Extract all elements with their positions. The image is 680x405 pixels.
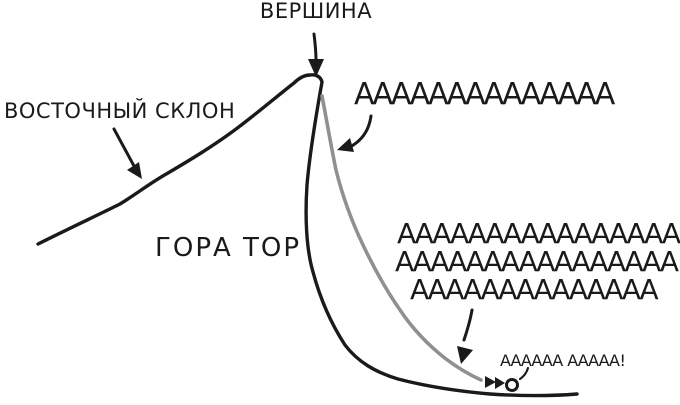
east-slope-label: ВОСТОЧНЫЙ СКЛОН	[4, 98, 235, 123]
summit-arrowhead	[308, 59, 324, 77]
falling-scream-arrowhead	[457, 346, 473, 364]
falling-scream-arrow-stem	[462, 308, 474, 342]
scream-small-text: АААААА ААААА!	[500, 351, 625, 370]
fall-trajectory-line	[320, 94, 483, 382]
motion-chevron-1	[485, 376, 496, 388]
scream-block-line-1: АААААААААААААААА	[397, 217, 680, 250]
falling-person-circle	[505, 378, 519, 392]
summit-arrow-stem	[312, 32, 318, 62]
motion-chevron-2	[495, 377, 505, 389]
east-slope-arrow-stem	[112, 127, 136, 168]
scream-block-line-2: АААААААААААААААА	[395, 245, 679, 278]
scream-arrow-stem	[348, 114, 373, 149]
mountain-name-label: ГОРА ТОР	[155, 233, 301, 263]
speech-tail	[518, 366, 530, 381]
scream-block-line-3: АААААААААААААА	[410, 273, 659, 306]
summit-label: ВЕРШИНА	[260, 0, 372, 23]
scream-top-text: АААААААААААААА	[354, 77, 616, 112]
scream-arrowhead	[337, 138, 354, 152]
east-slope-arrowhead	[127, 162, 142, 179]
mountain-outline	[36, 73, 579, 398]
